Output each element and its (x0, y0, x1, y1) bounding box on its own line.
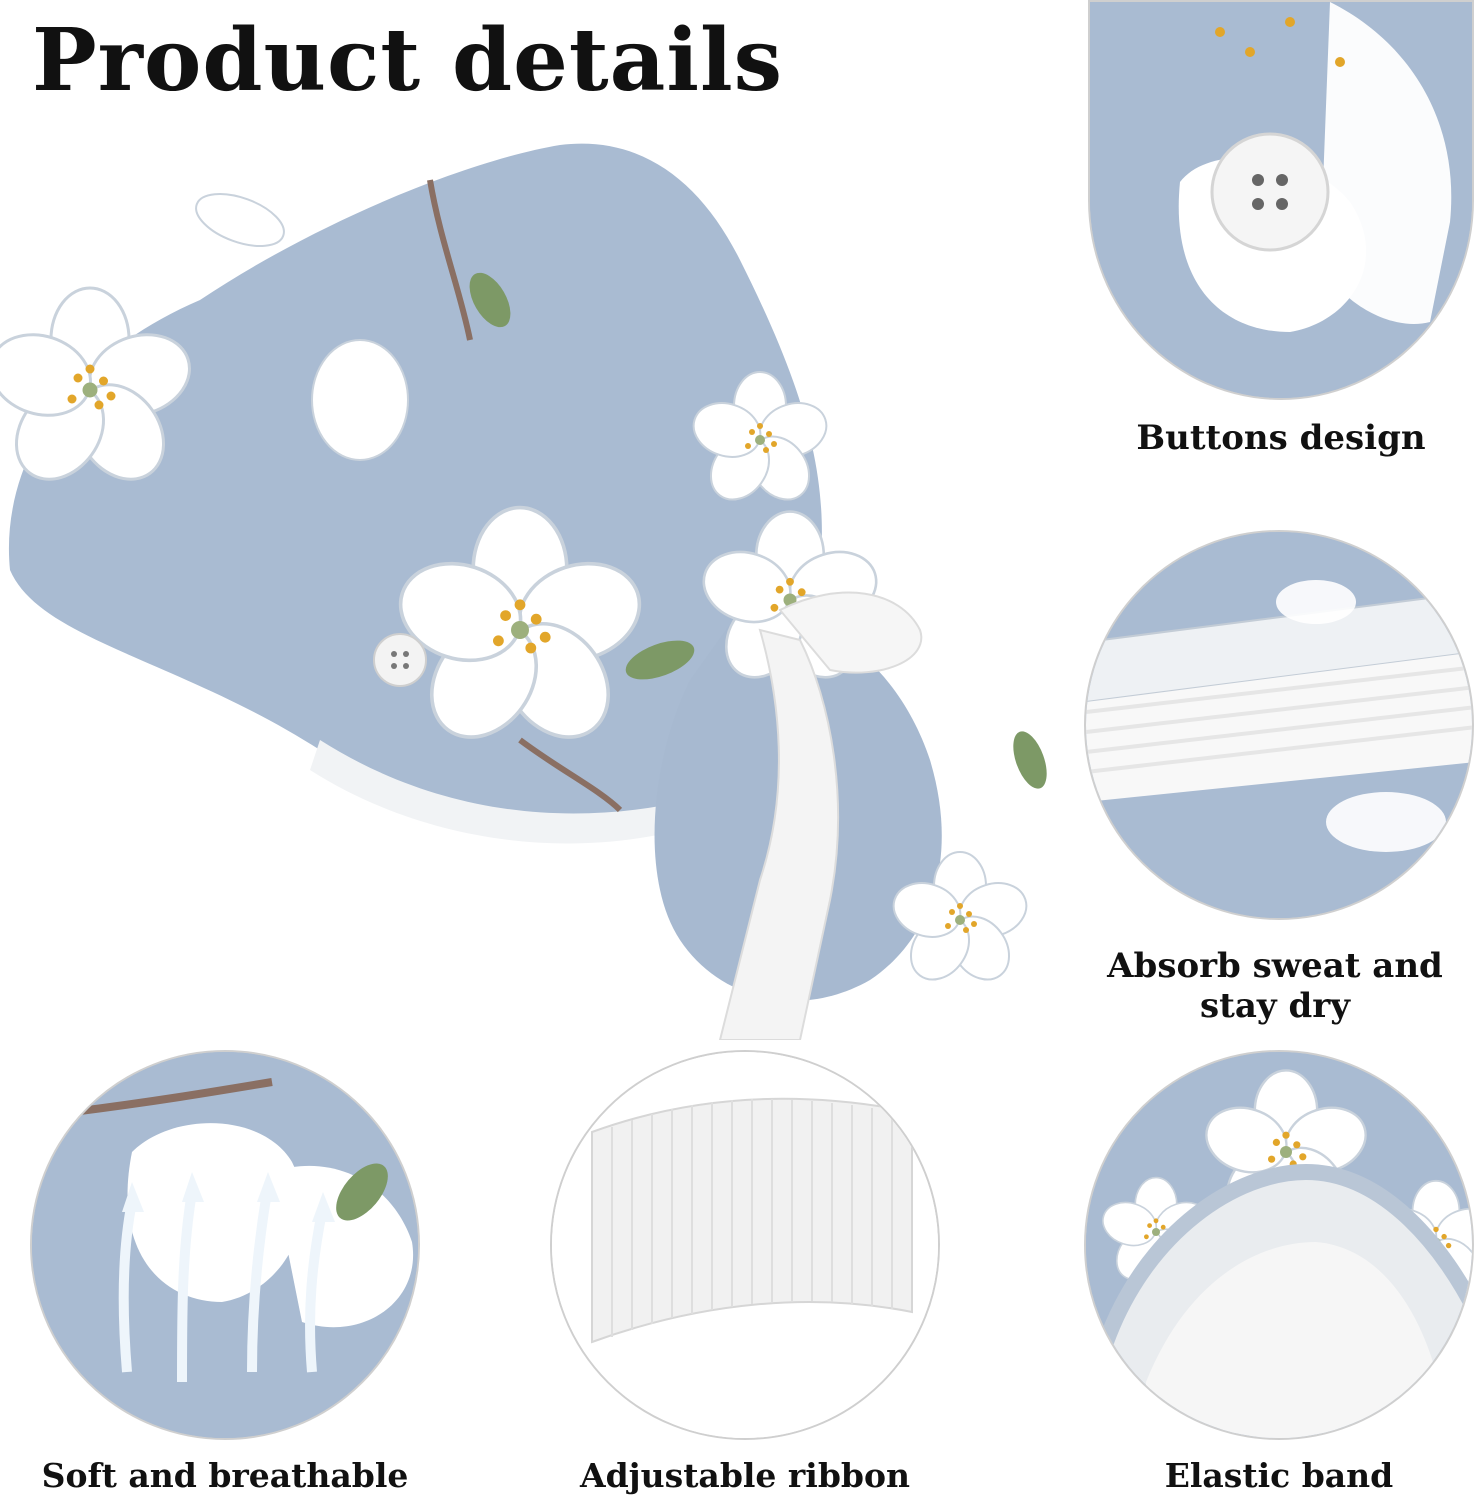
buttons-design-detail-image (1088, 0, 1474, 400)
adjustable-ribbon-detail-image (550, 1050, 940, 1440)
scrub-cap-image (0, 140, 1070, 1040)
adjustable-ribbon-label: Adjustable ribbon (580, 1456, 910, 1495)
absorb-sweat-label-line1: Absorb sweat and (1107, 946, 1443, 986)
page-title: Product details (32, 10, 784, 111)
soft-breathable-label: Soft and breathable (41, 1456, 409, 1495)
absorb-sweat-detail-image (1084, 530, 1474, 920)
absorb-sweat-label-line2: stay dry (1200, 986, 1350, 1026)
elastic-band-label: Elastic band (1164, 1456, 1394, 1495)
elastic-band-detail-image (1084, 1050, 1474, 1440)
soft-breathable-detail-image (30, 1050, 420, 1440)
buttons-design-label: Buttons design (1136, 418, 1426, 458)
